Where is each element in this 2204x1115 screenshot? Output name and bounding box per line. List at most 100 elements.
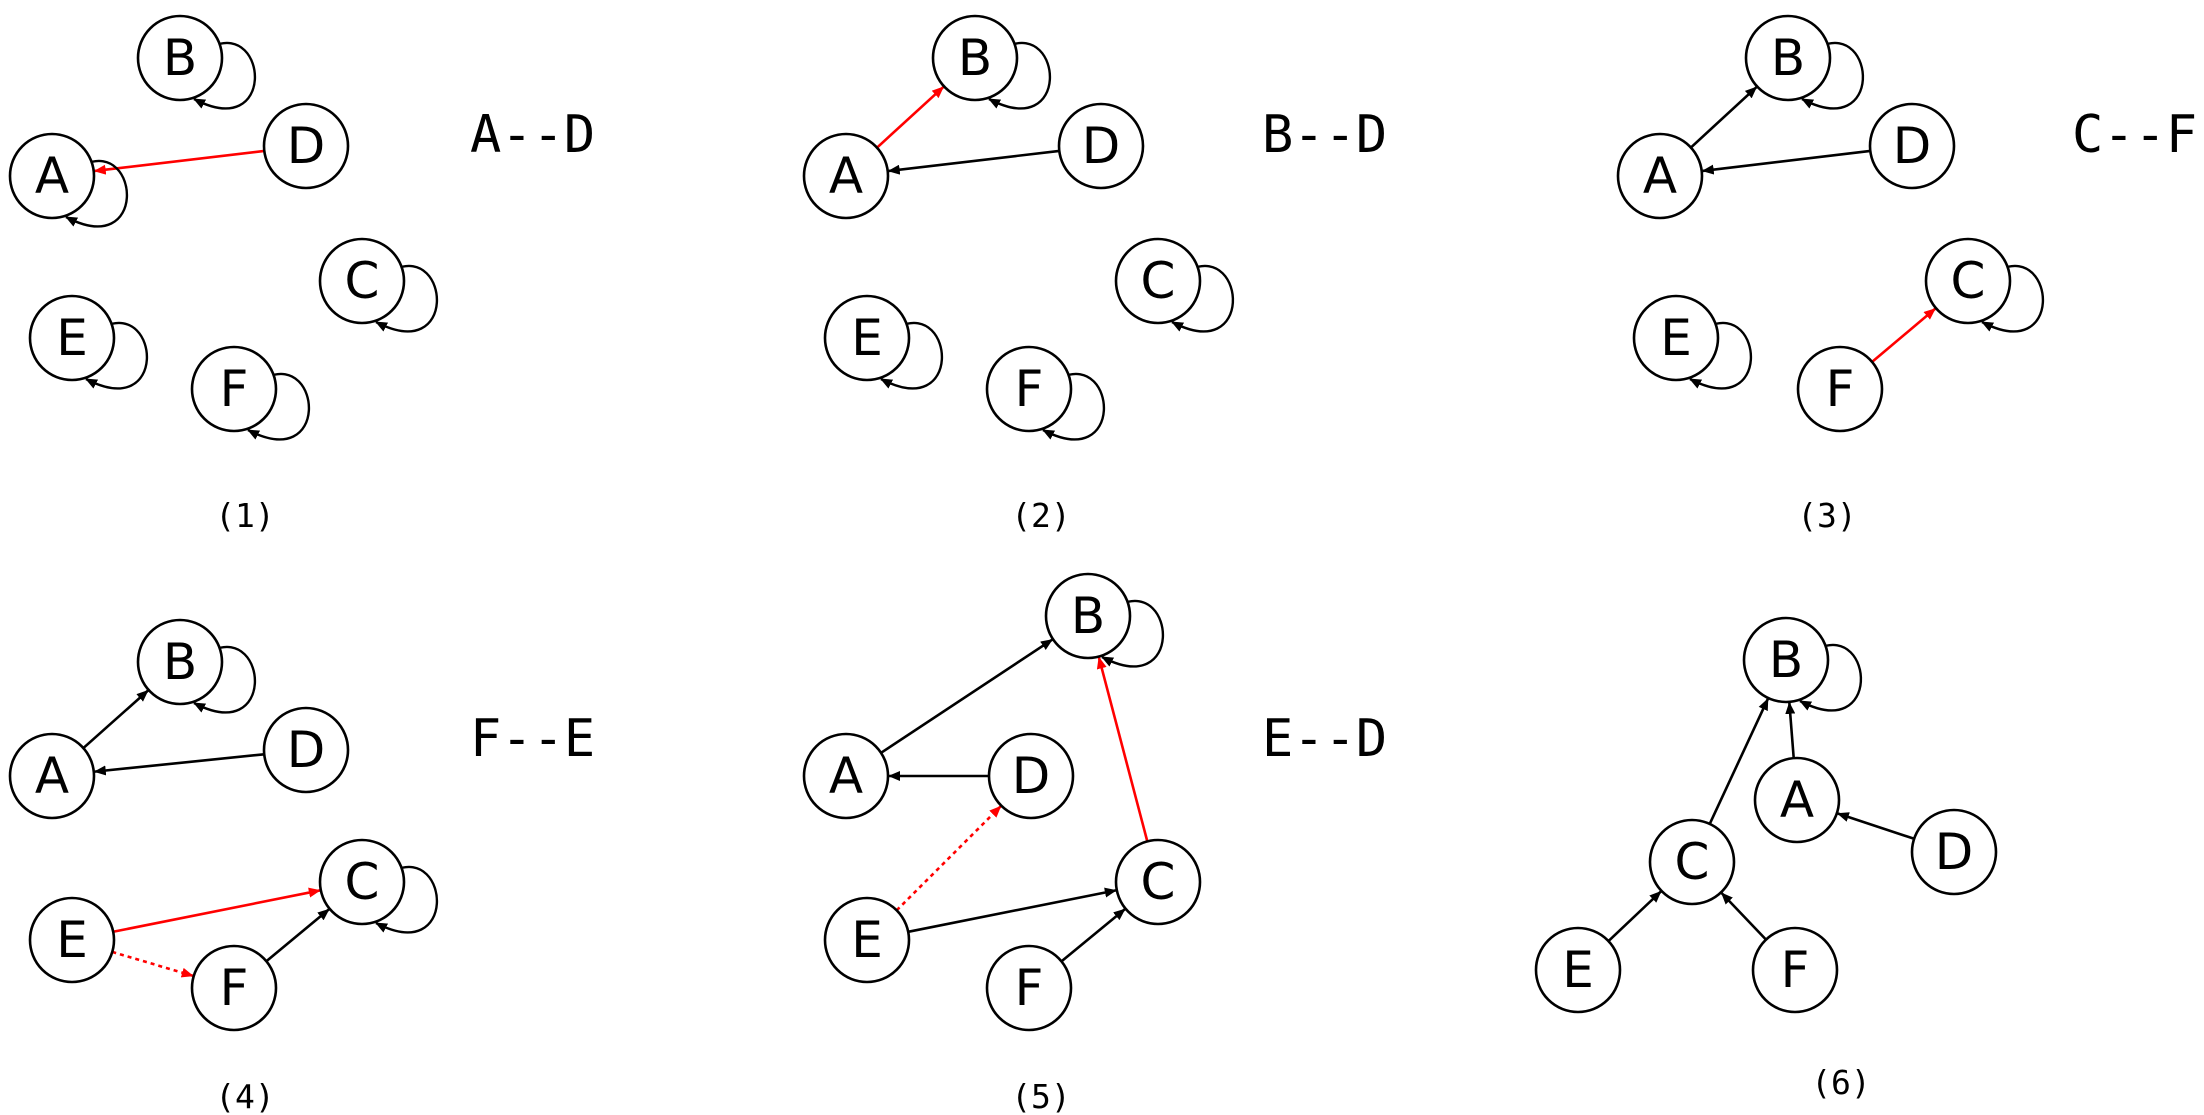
edge-E-to-D	[895, 805, 1002, 912]
node-label: A	[35, 747, 69, 805]
node-E: E	[28, 896, 116, 984]
node-label: E	[851, 309, 883, 367]
self-loop-E	[880, 321, 944, 390]
node-E: E	[823, 896, 911, 984]
self-loop-E	[85, 321, 149, 390]
node-label: D	[1012, 747, 1051, 805]
node-circle	[1044, 572, 1132, 660]
node-A: A	[1753, 756, 1841, 844]
node-circle	[1114, 838, 1202, 926]
node-circle	[190, 345, 278, 433]
node-circle	[190, 944, 278, 1032]
edge-A-to-B	[1785, 701, 1796, 759]
node-B: B	[1744, 14, 1865, 110]
edge-E-to-F	[111, 950, 194, 978]
node-circle	[8, 132, 96, 220]
node-label: E	[56, 911, 88, 969]
node-label: B	[163, 29, 197, 87]
node-label: F	[220, 360, 249, 418]
node-label: E	[851, 911, 883, 969]
node-D: D	[987, 732, 1075, 820]
node-circle	[136, 618, 224, 706]
node-circle	[28, 294, 116, 382]
node-label: F	[220, 959, 249, 1017]
edge-A-to-B	[880, 638, 1053, 754]
node-F: F	[985, 944, 1073, 1032]
node-B: B	[1044, 572, 1165, 668]
node-label: E	[1562, 941, 1594, 999]
node-A: A	[8, 732, 96, 820]
node-circle	[1742, 616, 1830, 704]
self-loop-C	[1171, 264, 1235, 333]
node-F: F	[985, 345, 1106, 441]
edge-D-to-A	[93, 752, 265, 776]
node-F: F	[190, 345, 311, 441]
node-circle	[1057, 102, 1145, 190]
edge-F-to-C	[265, 908, 330, 963]
node-label: F	[1781, 941, 1810, 999]
node-B: B	[136, 618, 257, 714]
self-loop-F	[1042, 372, 1106, 441]
self-loop-B	[1101, 599, 1165, 668]
edge-F-to-C	[1060, 908, 1126, 963]
operation-label: B--D	[1262, 105, 1387, 165]
node-label: D	[287, 117, 326, 175]
node-label: A	[1780, 771, 1814, 829]
operation-label: F--E	[470, 709, 595, 769]
node-label: C	[345, 853, 380, 911]
edge-C-to-B	[1096, 656, 1149, 842]
node-circle	[1534, 926, 1622, 1014]
node-F: F	[1796, 345, 1884, 433]
panel-caption: (5)	[1011, 1077, 1071, 1115]
node-B: B	[136, 14, 257, 110]
node-A: A	[8, 132, 129, 228]
node-C: C	[1114, 838, 1202, 926]
node-circle	[931, 14, 1019, 102]
edge-D-to-A	[887, 149, 1060, 175]
node-label: B	[1071, 587, 1105, 645]
node-circle	[1924, 237, 2012, 325]
node-D: D	[262, 102, 350, 190]
node-B: B	[931, 14, 1052, 110]
self-loop-A	[65, 159, 129, 228]
edge-C-to-B	[1708, 698, 1770, 825]
self-loop-E	[1689, 321, 1753, 390]
node-circle	[987, 732, 1075, 820]
node-label: C	[345, 252, 380, 310]
node-label: E	[56, 309, 88, 367]
panel-caption: (1)	[215, 496, 275, 535]
node-circle	[1616, 132, 1704, 220]
panel-1: B A D C E F A--D (1)	[8, 14, 595, 535]
edge-A-to-B	[82, 689, 149, 750]
panel-caption: (2)	[1011, 496, 1071, 535]
operation-label: A--D	[470, 105, 595, 165]
node-circle	[318, 838, 406, 926]
node-label: F	[1015, 959, 1044, 1017]
node-C: C	[1114, 237, 1235, 333]
self-loop-C	[1981, 264, 2045, 333]
self-loop-B	[1801, 41, 1865, 110]
node-circle	[1744, 14, 1832, 102]
node-circle	[1632, 294, 1720, 382]
node-D: D	[262, 706, 350, 794]
node-label: A	[35, 147, 69, 205]
node-circle	[1868, 102, 1956, 190]
edge-E-to-C	[907, 887, 1117, 934]
edge-A-to-B	[876, 86, 945, 149]
panel-caption: (4)	[215, 1077, 275, 1115]
edge-E-to-C	[1607, 890, 1662, 943]
node-A: A	[802, 132, 890, 220]
node-A: A	[1616, 132, 1704, 220]
node-circle	[802, 132, 890, 220]
node-label: B	[1769, 631, 1803, 689]
self-loop-B	[1799, 643, 1863, 712]
node-label: A	[829, 747, 863, 805]
edge-D-to-A	[93, 149, 265, 175]
edge-F-to-C	[1720, 892, 1767, 941]
operation-label: C--F	[2072, 105, 2197, 165]
node-E: E	[823, 294, 944, 390]
